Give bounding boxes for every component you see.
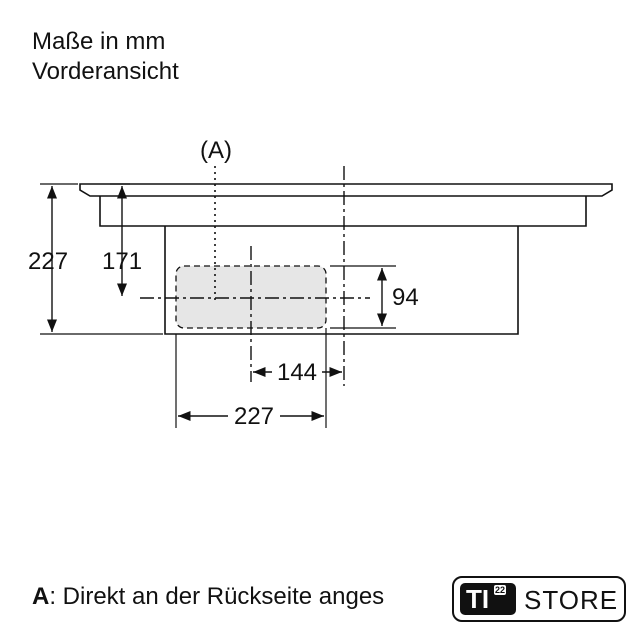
title-view: Vorderansicht xyxy=(32,58,179,85)
title-units: Maße in mm xyxy=(32,28,166,55)
dim-label-box-width: 227 xyxy=(234,403,274,430)
marker-a-label: (A) xyxy=(200,137,232,164)
logo-text: STORE xyxy=(524,585,619,615)
logo-superscript: 22 xyxy=(494,585,507,595)
footnote-text: : Direkt an der Rückseite anges xyxy=(49,583,385,610)
logo-mark: TI 22 xyxy=(460,583,516,615)
footnote-key: A xyxy=(32,583,50,610)
logo-mark-text: TI xyxy=(466,584,490,614)
store-logo: TI 22 STORE xyxy=(452,576,626,622)
cooktop-plate xyxy=(79,183,613,197)
lower-body xyxy=(164,226,519,335)
footnote: A: Direkt an der Rückseite anges xyxy=(32,583,384,611)
dim-label-total-height: 227 xyxy=(28,248,68,275)
dim-label-box-height: 94 xyxy=(392,284,419,311)
dim-label-offset: 144 xyxy=(277,359,317,386)
upper-frame xyxy=(99,196,587,227)
dim-label-upper-height: 171 xyxy=(102,248,142,275)
